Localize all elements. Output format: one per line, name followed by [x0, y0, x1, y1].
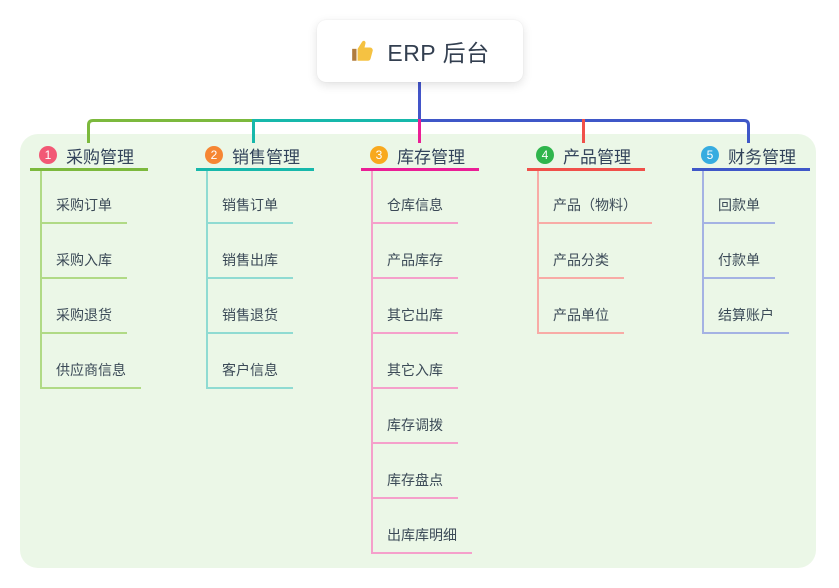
child-label[interactable]: 付款单 [704, 250, 775, 279]
child-label[interactable]: 库存调拨 [373, 415, 458, 444]
child-node: 销售订单 [208, 171, 293, 224]
child-label[interactable]: 其它入库 [373, 360, 458, 389]
branch-product-children: 产品（物料） 产品分类 产品单位 [537, 171, 652, 334]
child-label[interactable]: 产品分类 [539, 250, 624, 279]
badge-5: 5 [701, 146, 719, 164]
child-label[interactable]: 销售退货 [208, 305, 293, 334]
child-label[interactable]: 客户信息 [208, 360, 293, 389]
child-label[interactable]: 回款单 [704, 195, 775, 224]
child-node: 付款单 [704, 224, 789, 279]
child-label[interactable]: 产品单位 [539, 305, 624, 334]
child-node: 产品单位 [539, 279, 652, 334]
root-title: ERP 后台 [387, 40, 490, 66]
branch-label: 采购管理 [66, 147, 134, 167]
child-node: 采购入库 [42, 224, 141, 279]
badge-3: 3 [370, 146, 388, 164]
branch-inventory: 3 库存管理 仓库信息 产品库存 其它出库 其它入库 库存调拨 库存盘点 出库库… [361, 145, 479, 554]
child-label[interactable]: 出库库明细 [373, 525, 472, 554]
branch-purchase-children: 采购订单 采购入库 采购退货 供应商信息 [40, 171, 141, 389]
branch-finance-children: 回款单 付款单 结算账户 [702, 171, 789, 334]
branch-sales: 2 销售管理 销售订单 销售出库 销售退货 客户信息 [196, 145, 314, 389]
child-node: 产品（物料） [539, 171, 652, 224]
child-node: 采购订单 [42, 171, 141, 224]
child-label[interactable]: 仓库信息 [373, 195, 458, 224]
child-node: 产品分类 [539, 224, 652, 279]
branch-inventory-node[interactable]: 3 库存管理 [361, 145, 479, 171]
badge-1: 1 [39, 146, 57, 164]
branch-label: 销售管理 [232, 147, 300, 167]
child-node: 销售退货 [208, 279, 293, 334]
branch-purchase: 1 采购管理 采购订单 采购入库 采购退货 供应商信息 [30, 145, 148, 389]
branch-label: 库存管理 [397, 147, 465, 167]
root-node[interactable]: ERP 后台 [317, 20, 523, 82]
branch-finance-node[interactable]: 5 财务管理 [692, 145, 810, 171]
child-label[interactable]: 产品库存 [373, 250, 458, 279]
branch-label: 产品管理 [563, 147, 631, 167]
branch-purchase-node[interactable]: 1 采购管理 [30, 145, 148, 171]
child-node: 其它入库 [373, 334, 472, 389]
child-node: 库存调拨 [373, 389, 472, 444]
child-node: 库存盘点 [373, 444, 472, 499]
child-label[interactable]: 销售出库 [208, 250, 293, 279]
child-node: 结算账户 [704, 279, 789, 334]
child-label[interactable]: 采购退货 [42, 305, 127, 334]
child-label[interactable]: 采购订单 [42, 195, 127, 224]
child-node: 其它出库 [373, 279, 472, 334]
child-label[interactable]: 结算账户 [704, 305, 789, 334]
child-label[interactable]: 采购入库 [42, 250, 127, 279]
child-label[interactable]: 供应商信息 [42, 360, 141, 389]
branch-sales-node[interactable]: 2 销售管理 [196, 145, 314, 171]
branch-sales-children: 销售订单 销售出库 销售退货 客户信息 [206, 171, 293, 389]
child-label[interactable]: 库存盘点 [373, 470, 458, 499]
badge-2: 2 [205, 146, 223, 164]
mindmap-background-panel [20, 134, 816, 568]
child-node: 回款单 [704, 171, 789, 224]
child-label[interactable]: 销售订单 [208, 195, 293, 224]
child-label[interactable]: 产品（物料） [539, 195, 652, 224]
branch-label: 财务管理 [728, 147, 796, 167]
child-node: 采购退货 [42, 279, 141, 334]
badge-4: 4 [536, 146, 554, 164]
child-node: 仓库信息 [373, 171, 472, 224]
child-node: 销售出库 [208, 224, 293, 279]
child-node: 产品库存 [373, 224, 472, 279]
branch-inventory-children: 仓库信息 产品库存 其它出库 其它入库 库存调拨 库存盘点 出库库明细 [371, 171, 472, 554]
branch-finance: 5 财务管理 回款单 付款单 结算账户 [692, 145, 810, 334]
child-node: 供应商信息 [42, 334, 141, 389]
child-node: 出库库明细 [373, 499, 472, 554]
thumbs-up-icon [352, 40, 374, 61]
branch-product: 4 产品管理 产品（物料） 产品分类 产品单位 [527, 145, 652, 334]
branch-product-node[interactable]: 4 产品管理 [527, 145, 645, 171]
child-node: 客户信息 [208, 334, 293, 389]
child-label[interactable]: 其它出库 [373, 305, 458, 334]
